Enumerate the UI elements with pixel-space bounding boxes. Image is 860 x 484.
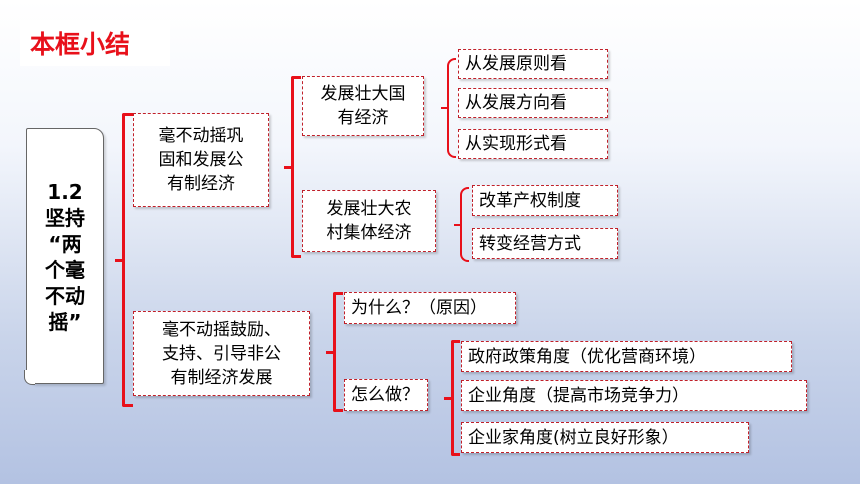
how-item-2: 企业角度（提高市场竞争力） <box>461 380 807 411</box>
how-bracket <box>444 340 460 456</box>
root-label: 1.2 坚持 “两 个毫 不动 摇” <box>45 180 85 334</box>
sub2-bracket <box>454 187 469 262</box>
branch2-bracket <box>326 292 343 412</box>
sub1-bracket <box>441 58 456 158</box>
branch1-sub2-box: 发展壮大农 村集体经济 <box>302 190 436 252</box>
root-scroll-card: 1.2 坚持 “两 个毫 不动 摇” <box>24 128 104 385</box>
how-item-1: 政府政策角度（优化营商环境） <box>461 341 792 372</box>
branch2-box: 毫不动摇鼓励、 支持、引导非公 有制经济发展 <box>133 311 310 396</box>
how-box: 怎么做？ <box>344 379 428 411</box>
branch1-bracket <box>284 76 301 258</box>
how-item-3: 企业家角度(树立良好形象） <box>461 422 749 453</box>
sub2-item-1: 改革产权制度 <box>472 185 618 216</box>
branch1-box: 毫不动摇巩 固和发展公 有制经济 <box>133 113 269 207</box>
why-box: 为什么？（原因） <box>344 292 516 324</box>
sub1-item-3: 从实现形式看 <box>458 129 608 159</box>
sub1-item-2: 从发展方向看 <box>458 88 608 118</box>
section-title: 本框小结 <box>20 20 170 66</box>
sub2-item-2: 转变经营方式 <box>472 228 618 259</box>
main-bracket <box>115 113 133 407</box>
branch1-sub1-box: 发展壮大国 有经济 <box>302 76 424 136</box>
sub1-item-1: 从发展原则看 <box>458 49 608 79</box>
